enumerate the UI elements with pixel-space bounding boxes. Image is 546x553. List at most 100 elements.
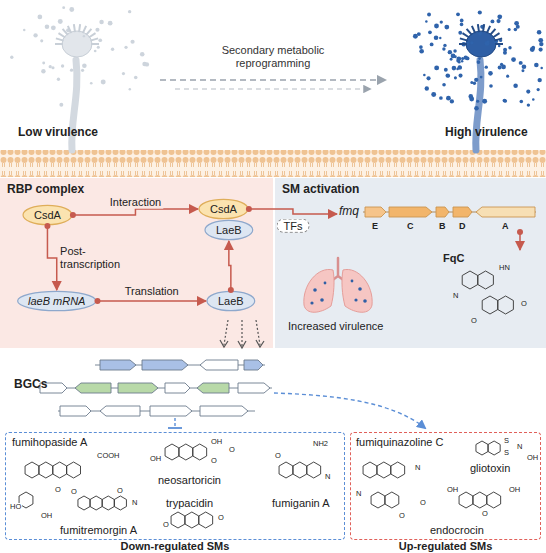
ring [478,271,494,289]
mrna-oval: laeB mRNA [16,290,97,312]
atom-label: S [503,449,510,457]
spore [40,39,43,42]
panel-title: SM activation [275,178,546,200]
edge-label: Translation [123,285,181,298]
spore [498,66,502,70]
spore [450,58,453,61]
spore [508,28,511,31]
spore [434,65,439,70]
spore [81,69,84,72]
ring [114,496,126,510]
atom-label: N [516,443,523,451]
compound-name: fumihopaside A [12,436,87,449]
tf-pill: TFs [276,218,309,233]
ring [476,441,488,455]
spore [428,30,432,34]
ring [185,512,199,528]
spore [526,90,530,94]
atom-label: O [481,510,489,518]
spore [444,68,448,72]
spore [42,62,45,65]
spore [534,63,539,68]
gene-arrow [476,207,535,217]
sterigma [63,29,68,35]
spore [480,76,483,79]
spore [129,88,131,90]
bgc-regulation [168,393,425,428]
spore [49,65,52,68]
spore [425,20,428,23]
atom-label: N [131,499,138,507]
spore [453,49,456,52]
ring [482,296,498,314]
sterigma [495,43,503,45]
sterigma [472,26,475,33]
ring [377,462,391,478]
bgc-clusters [38,360,272,416]
spore [439,96,443,100]
sterigma [90,38,98,40]
atom-label: O [274,452,282,460]
spore [33,33,37,37]
atom-label: N [324,473,331,481]
spore [476,100,479,103]
spore [503,99,507,103]
spore [489,84,493,88]
atom-label: OH [508,486,521,494]
spore [23,29,25,31]
spore [41,69,45,73]
atom-label: O [54,486,62,494]
spore [69,7,74,12]
spore [482,99,487,104]
spore [537,30,542,35]
spore [498,45,500,47]
gene-arrow [389,207,432,217]
spore [444,25,449,30]
compound-name: fumiganin A [272,497,329,510]
sterigma [467,29,472,35]
sterigma [79,24,80,32]
spore [434,24,439,29]
sterigma [494,38,502,40]
spore [45,25,50,30]
spore [511,57,516,62]
spore [58,19,63,24]
ring [363,462,377,478]
sterigma [459,43,467,45]
spore [508,46,511,49]
node-label: CsdA [34,207,61,223]
ring [67,462,81,478]
spore [51,25,56,30]
membrane [0,150,546,177]
sterigma [74,24,75,32]
spore [98,38,102,42]
spore [459,74,463,78]
sterigma [483,24,484,32]
atom-label: O [210,457,218,465]
spore [447,74,450,77]
spore [448,50,452,54]
spore [82,64,87,69]
spore [101,80,106,85]
atom-label: O [162,521,170,529]
spore [452,66,457,71]
state-label: Low virulence [18,126,98,140]
spore [427,13,431,17]
spore [446,96,451,101]
spore [95,28,99,32]
spore [478,32,482,36]
ring [193,444,207,460]
spore [539,42,543,46]
spore [460,19,464,23]
atom-label: NH2 [312,440,329,448]
spore [488,71,493,76]
spore [497,14,502,19]
fungus-high [413,10,546,150]
spore [57,78,60,81]
spore [486,41,489,44]
spore [490,19,494,23]
spore [470,41,473,44]
connector-arrow [229,241,231,290]
atom-label: COOH [96,452,121,460]
gene-letter: B [439,221,446,231]
